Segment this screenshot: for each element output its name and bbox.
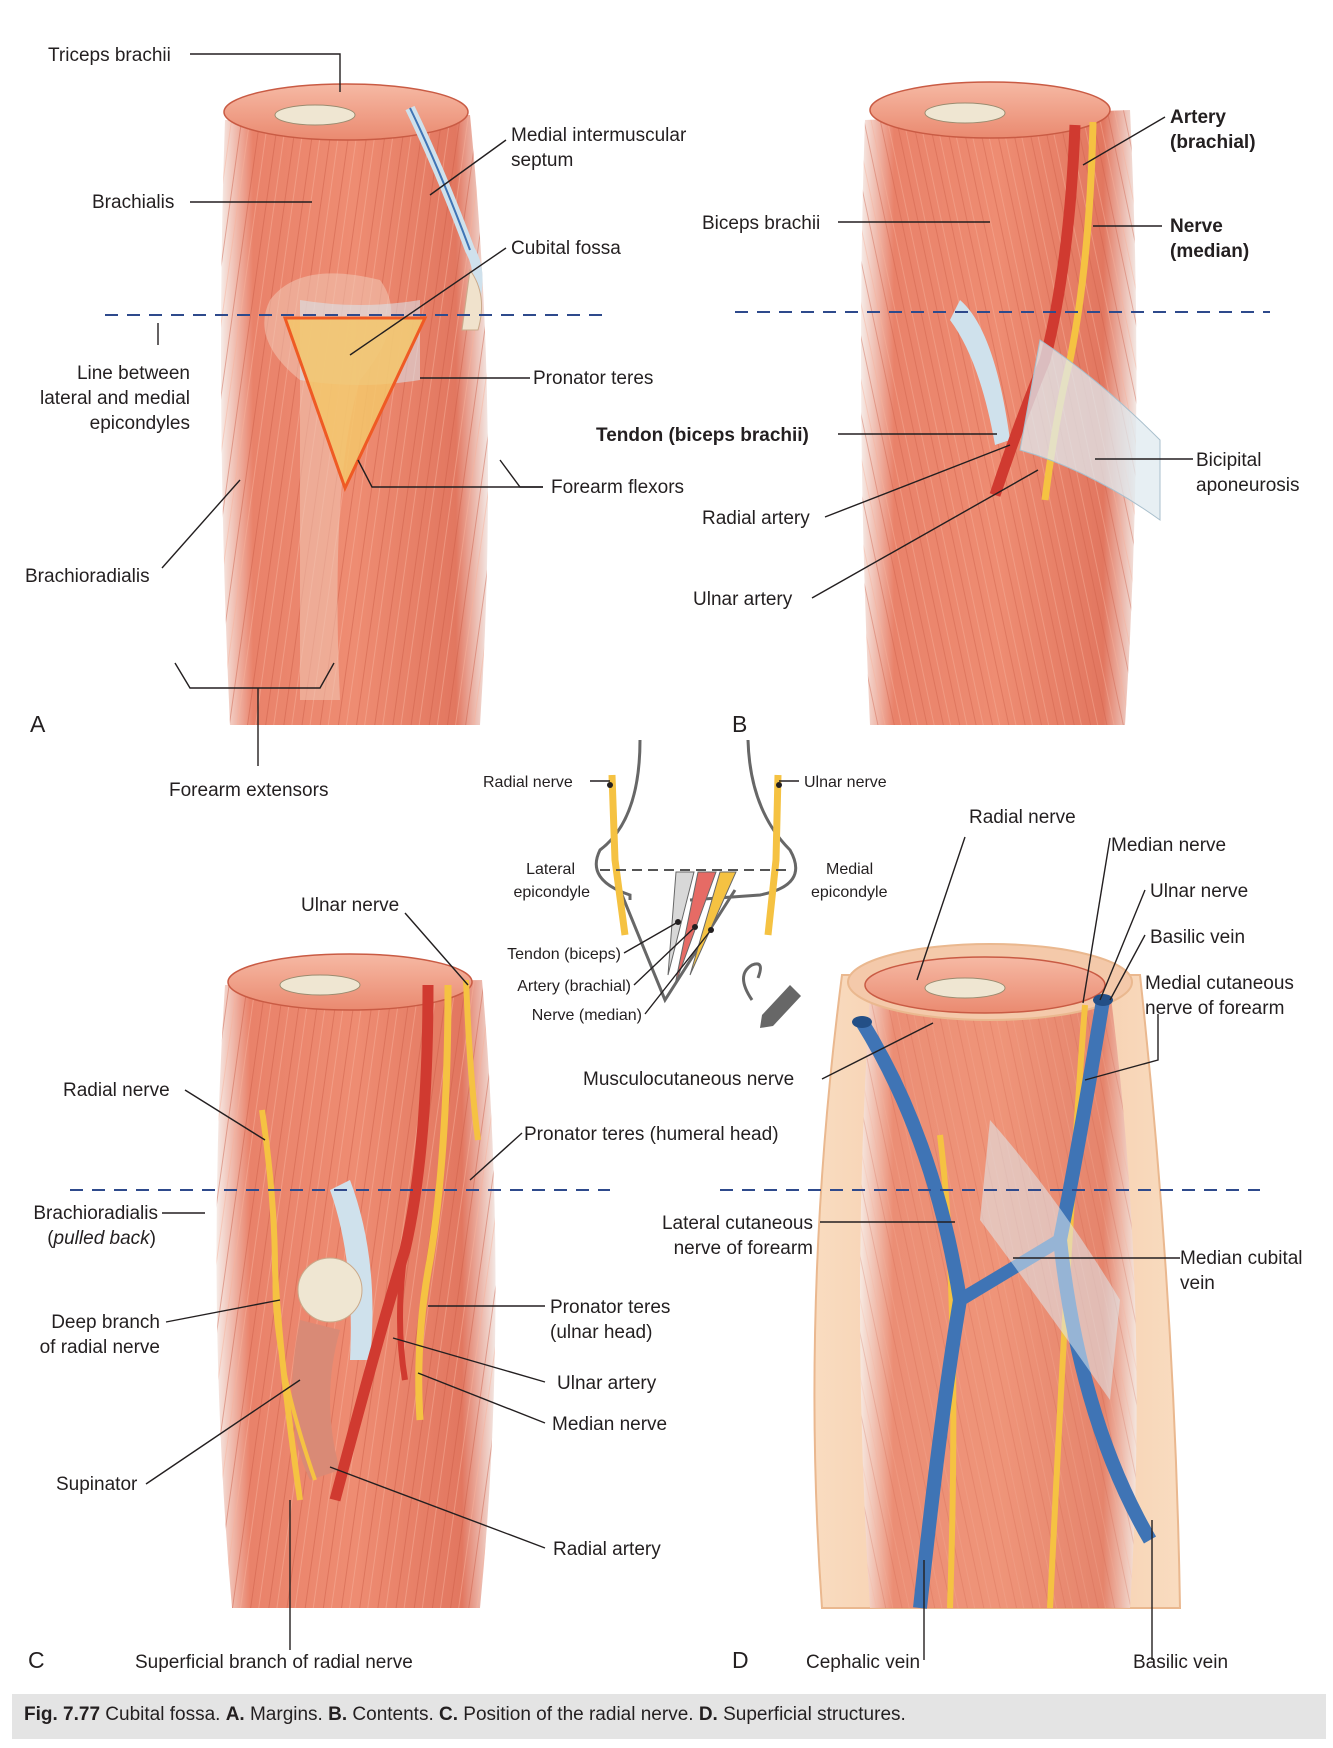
label-radial-nerve-d: Radial nerve: [969, 807, 1076, 828]
panel-a-illustration: [221, 83, 488, 725]
label-line-between-1: Line between: [77, 363, 190, 384]
label-inset-radial-nerve: Radial nerve: [483, 774, 573, 791]
panel-letter-b: B: [732, 711, 747, 737]
label-radial-artery-b: Radial artery: [702, 508, 810, 529]
label-basilic-vein-bottom: Basilic vein: [1133, 1652, 1228, 1673]
label-line-between-2: lateral and medial: [40, 388, 190, 409]
label-artery-brachial-1: Artery: [1170, 107, 1226, 128]
label-brachioradialis-a: Brachioradialis: [25, 566, 150, 587]
label-tendon-biceps: Tendon (biceps brachii): [596, 425, 809, 446]
label-bicipital-2: aponeurosis: [1196, 475, 1300, 496]
label-median-nerve-c: Median nerve: [552, 1414, 667, 1435]
inset-radial-nerve: [608, 774, 629, 936]
cubital-fossa-triangle: [282, 316, 428, 492]
label-musculocutaneous: Musculocutaneous nerve: [583, 1069, 794, 1090]
label-pronator-ulnar-2: (ulnar head): [550, 1322, 652, 1343]
label-cubital-fossa: Cubital fossa: [511, 238, 621, 259]
humerus-section-a: [274, 104, 356, 126]
label-inset-medial-2: epicondyle: [811, 884, 888, 901]
label-median-cubital-2: vein: [1180, 1273, 1215, 1294]
caption-bar: [12, 1694, 1326, 1739]
label-triceps-brachii: Triceps brachii: [48, 45, 171, 66]
leader-lines: [145, 53, 1193, 1660]
label-inset-tendon: Tendon (biceps): [507, 946, 621, 963]
panel-b-illustration: [861, 81, 1161, 725]
panel-letter-d: D: [732, 1647, 749, 1673]
label-brachialis: Brachialis: [92, 192, 174, 213]
label-deep-branch-2: of radial nerve: [40, 1337, 160, 1358]
ulnar-nerve-c: [463, 979, 481, 1141]
pencil-icon: [742, 962, 801, 1028]
median-nerve-c: [415, 984, 452, 1421]
label-inset-artery: Artery (brachial): [517, 978, 631, 995]
inset-tendon: [667, 871, 695, 976]
label-pulled-back: (pulled back): [47, 1228, 156, 1249]
label-median-nerve-d: Median nerve: [1111, 835, 1226, 856]
label-deep-branch-1: Deep branch: [51, 1312, 160, 1333]
label-nerve-median-2: (median): [1170, 241, 1249, 262]
panel-letter-c: C: [28, 1647, 45, 1673]
label-median-cubital-1: Median cubital: [1180, 1248, 1303, 1269]
label-medial-septum-1: Medial intermuscular: [511, 125, 687, 146]
panel-letter-a: A: [30, 711, 46, 737]
panel-c-illustration: [216, 953, 496, 1608]
figure-caption: Fig. 7.77 Cubital fossa. A. Margins. B. …: [24, 1704, 906, 1725]
label-lateral-cutaneous-1: Lateral cutaneous: [662, 1213, 813, 1234]
inset-ulnar-nerve: [764, 774, 782, 936]
label-ulnar-nerve-c: Ulnar nerve: [301, 895, 399, 916]
label-brachioradialis-c: Brachioradialis: [33, 1203, 158, 1224]
label-bicipital-1: Bicipital: [1196, 450, 1261, 471]
label-radial-nerve-c: Radial nerve: [63, 1080, 170, 1101]
label-nerve-median-1: Nerve: [1170, 216, 1223, 237]
humerus-section-c: [279, 974, 361, 996]
label-inset-nerve: Nerve (median): [532, 1007, 642, 1024]
label-biceps-brachii: Biceps brachii: [702, 213, 820, 234]
label-medial-septum-2: septum: [511, 150, 573, 171]
label-pronator-humeral: Pronator teres (humeral head): [524, 1124, 779, 1145]
label-inset-lateral-2: epicondyle: [514, 884, 591, 901]
label-basilic-vein-top: Basilic vein: [1150, 927, 1245, 948]
label-superficial-branch: Superficial branch of radial nerve: [135, 1652, 413, 1673]
label-pronator-teres: Pronator teres: [533, 368, 653, 389]
label-radial-artery-c: Radial artery: [553, 1539, 661, 1560]
label-ulnar-artery-c: Ulnar artery: [557, 1373, 657, 1394]
label-pronator-ulnar-1: Pronator teres: [550, 1297, 670, 1318]
panel-d-illustration: [813, 943, 1182, 1609]
label-medial-cutaneous-1: Medial cutaneous: [1145, 973, 1294, 994]
label-supinator: Supinator: [56, 1474, 138, 1495]
label-cephalic-vein: Cephalic vein: [806, 1652, 920, 1673]
label-forearm-extensors: Forearm extensors: [169, 780, 328, 801]
label-inset-ulnar-nerve: Ulnar nerve: [804, 774, 887, 791]
label-medial-cutaneous-2: nerve of forearm: [1145, 998, 1284, 1019]
humerus-section-b: [924, 102, 1006, 124]
label-lateral-cutaneous-2: nerve of forearm: [674, 1238, 813, 1259]
label-artery-brachial-2: (brachial): [1170, 132, 1256, 153]
inset-nerve: [689, 871, 737, 976]
label-line-between-3: epicondyles: [90, 413, 190, 434]
label-inset-medial-1: Medial: [826, 861, 873, 878]
inset-schematic: [594, 739, 801, 1028]
label-ulnar-nerve-d: Ulnar nerve: [1150, 881, 1248, 902]
label-inset-lateral-1: Lateral: [526, 861, 575, 878]
label-forearm-flexors: Forearm flexors: [551, 477, 684, 498]
label-ulnar-artery-b: Ulnar artery: [693, 589, 793, 610]
bicipital-aponeurosis: [1019, 339, 1161, 521]
